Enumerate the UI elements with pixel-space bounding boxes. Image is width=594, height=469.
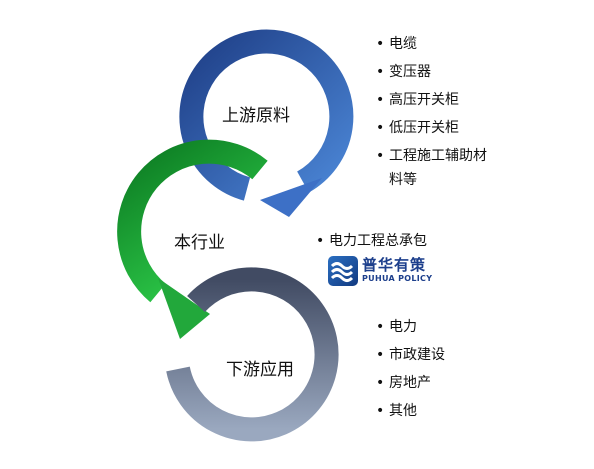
downstream-ring bbox=[166, 267, 339, 442]
stage-industry-label: 本行业 bbox=[174, 233, 225, 253]
list-item: •电力工程总承包 bbox=[316, 233, 427, 249]
list-item: •电缆 bbox=[376, 36, 417, 52]
puhua-logo: 普华有策 PUHUA POLICY bbox=[328, 254, 456, 288]
list-item: •变压器 bbox=[376, 64, 431, 80]
list-item: •低压开关柜 bbox=[376, 120, 459, 136]
logo-name-en: PUHUA POLICY bbox=[362, 274, 433, 283]
upstream-ring bbox=[179, 29, 354, 217]
list-item: •市政建设 bbox=[376, 347, 445, 363]
list-item: •工程施工辅助材料等 bbox=[376, 148, 487, 188]
list-item: •高压开关柜 bbox=[376, 92, 459, 108]
downstream-list: •电力 •市政建设 •房地产 •其他 bbox=[376, 313, 445, 425]
list-item: •房地产 bbox=[376, 375, 431, 391]
industry-ring bbox=[117, 139, 268, 339]
logo-name-cn: 普华有策 bbox=[362, 256, 427, 274]
industry-list: •电力工程总承包 bbox=[316, 227, 427, 255]
stage-upstream-label: 上游原料 bbox=[222, 106, 290, 126]
list-item: •电力 bbox=[376, 319, 417, 335]
stage-downstream-label: 下游应用 bbox=[226, 360, 294, 380]
upstream-list: •电缆 •变压器 •高压开关柜 •低压开关柜 •工程施工辅助材料等 bbox=[376, 30, 487, 192]
logo-wave-icon bbox=[328, 256, 358, 286]
list-item: •其他 bbox=[376, 403, 417, 419]
